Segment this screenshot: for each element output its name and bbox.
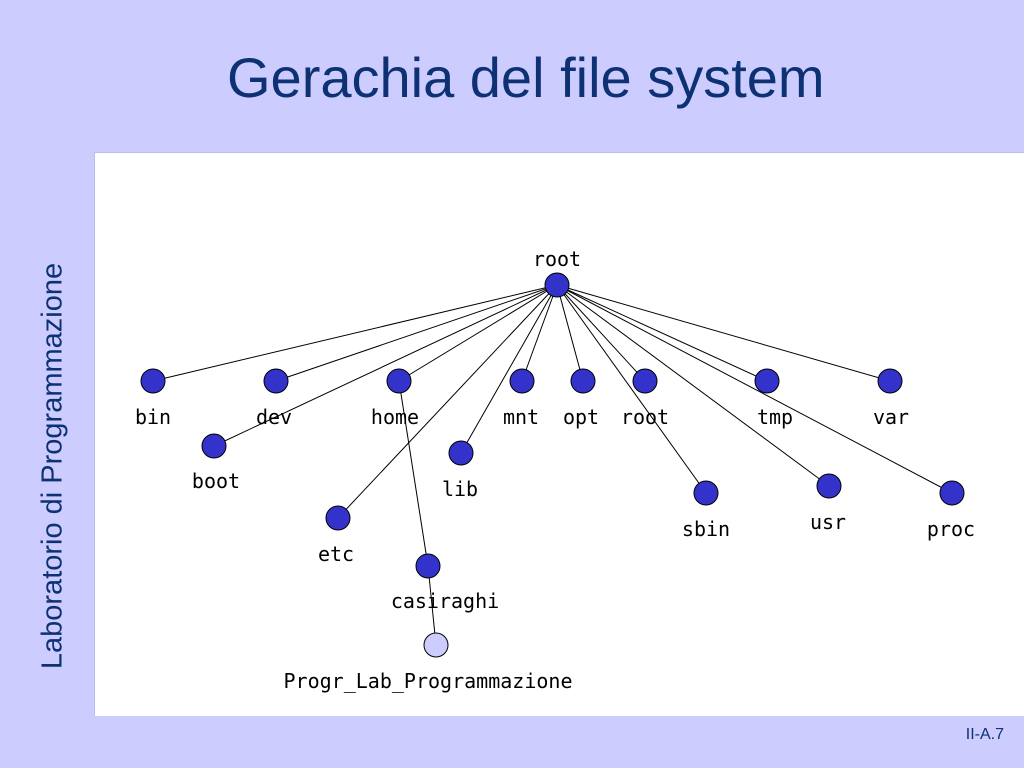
edge-root-etc: [337, 284, 558, 519]
edge-root-usr: [556, 284, 830, 487]
label-root: root: [533, 247, 581, 271]
node-tmp: [754, 368, 780, 394]
node-dev: [263, 368, 289, 394]
label-mnt: mnt: [503, 405, 539, 429]
edge-root-opt: [556, 284, 584, 382]
node-opt: [570, 368, 596, 394]
node-lib: [448, 440, 474, 466]
node-mnt: [509, 368, 535, 394]
node-home: [386, 368, 412, 394]
node-proc: [939, 480, 965, 506]
slide-title: Gerachia del file system: [227, 46, 825, 109]
node-usr: [816, 473, 842, 499]
label-casiraghi: casiraghi: [391, 589, 499, 613]
edge-root-lib: [460, 284, 558, 454]
node-boot: [201, 433, 227, 459]
label-var: var: [873, 405, 909, 429]
side-band: [0, 152, 94, 716]
edge-root-mnt: [521, 284, 558, 382]
edge-root-tmp: [556, 284, 768, 382]
label-home: home: [371, 405, 419, 429]
node-etc: [325, 505, 351, 531]
edge-home-casiraghi: [398, 380, 429, 567]
label-tmp: tmp: [757, 405, 793, 429]
content-area: [94, 152, 1024, 716]
edge-root-boot: [213, 284, 558, 447]
label-dev: dev: [256, 405, 292, 429]
node-root: [544, 272, 570, 298]
label-root-dir: root: [621, 405, 669, 429]
node-var: [877, 368, 903, 394]
footer-band: [0, 716, 1024, 768]
node-leaf: [423, 632, 449, 658]
node-sbin: [693, 480, 719, 506]
label-lib: lib: [442, 477, 478, 501]
edge-root-bin: [152, 284, 558, 382]
node-bin: [140, 368, 166, 394]
tree-labels: root bin dev home mnt opt root tmp var b…: [135, 247, 975, 693]
edge-root-sbin: [556, 284, 707, 494]
edge-root-root: [556, 284, 646, 382]
label-usr: usr: [810, 510, 846, 534]
label-etc: etc: [318, 542, 354, 566]
label-proc: proc: [927, 517, 975, 541]
label-boot: boot: [192, 469, 240, 493]
node-casiraghi: [415, 553, 441, 579]
label-sbin: sbin: [682, 517, 730, 541]
edge-root-home: [398, 284, 558, 382]
label-bin: bin: [135, 405, 171, 429]
title-band: [0, 0, 1024, 152]
edge-root-dev: [275, 284, 558, 382]
edge-root-var: [556, 284, 891, 382]
tree-nodes: [140, 272, 965, 658]
page-number: II-A.7: [965, 726, 1004, 743]
edge-root-proc: [556, 284, 953, 494]
tree-edges: [152, 284, 953, 646]
label-leaf: Progr_Lab_Programmazione: [284, 669, 573, 693]
edge-casiraghi-leaf: [427, 565, 437, 646]
node-root-dir: [632, 368, 658, 394]
label-opt: opt: [563, 405, 599, 429]
